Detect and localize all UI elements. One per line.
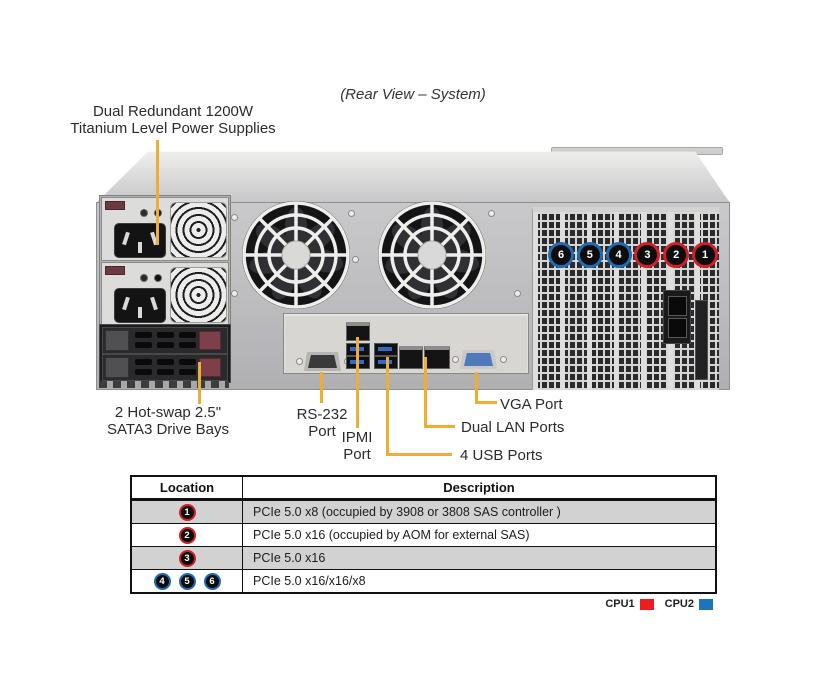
location-header: Location xyxy=(132,477,243,498)
slot-table: Location Description 1 PCIe 5.0 x8 (occup… xyxy=(130,475,717,594)
drive-tray-handle xyxy=(105,330,129,351)
psu-callout-line1: Dual Redundant 1200W xyxy=(92,103,254,120)
drive-bay-cage xyxy=(99,324,231,383)
location-cell: 1 xyxy=(132,501,243,523)
psu-led xyxy=(140,274,148,282)
rs232-callout-line xyxy=(320,372,323,403)
sas-connector xyxy=(663,290,691,344)
drive-tray-2 xyxy=(102,354,228,381)
ipmi-callout-line xyxy=(356,337,359,428)
power-supply-module-1 xyxy=(101,197,229,261)
diagram-title: (Rear View – System) xyxy=(340,86,486,103)
psu-callout-line xyxy=(156,140,159,245)
slot-table-row: 1 PCIe 5.0 x8 (occupied by 3908 or 3808 S… xyxy=(132,501,715,523)
psu-fan-grille xyxy=(170,267,227,323)
usb-label: 4 USB Ports xyxy=(460,447,543,464)
pcie-slot-marker-6: 6 xyxy=(548,242,574,268)
vga-callout-line-h xyxy=(475,401,497,404)
pcie-slot-marker-3: 3 xyxy=(634,242,661,268)
location-marker-4: 4 xyxy=(153,572,171,590)
lan-label: Dual LAN Ports xyxy=(461,419,565,436)
io-panel xyxy=(283,313,529,374)
legend-swatch-cpu1 xyxy=(639,598,654,610)
psu-callout-line2: Titanium Level Power Supplies xyxy=(70,120,276,137)
psu-latch xyxy=(105,201,125,210)
lan-callout-line-h xyxy=(424,425,455,428)
lan-port-2 xyxy=(424,346,450,369)
pcie-slot-marker-2: 2 xyxy=(663,242,690,268)
description-header: Description xyxy=(443,480,515,495)
rs232-label: RS-232 Port xyxy=(296,406,348,440)
vga-callout-line-v xyxy=(475,372,478,404)
slot-table-header: Location Description xyxy=(132,477,715,501)
pcie-slot-marker-1: 1 xyxy=(692,242,718,268)
slot1-card-bracket xyxy=(695,300,708,380)
drive-bay-callout-line xyxy=(198,362,201,404)
ac-power-inlet xyxy=(114,288,166,323)
location-cell: 2 xyxy=(132,524,243,546)
usb-callout-line-h xyxy=(386,453,452,456)
location-cell: 3 xyxy=(132,547,243,569)
location-marker-6: 6 xyxy=(203,572,221,590)
vga-label: VGA Port xyxy=(500,396,563,413)
slot-table-row: 3 PCIe 5.0 x16 xyxy=(132,546,715,569)
slot-description: PCIe 5.0 x16/x16/x8 xyxy=(253,574,366,588)
drive-bays-label: 2 Hot-swap 2.5" SATA3 Drive Bays xyxy=(107,404,229,438)
legend-label-cpu1: CPU1 xyxy=(605,598,635,610)
power-supply-module-2 xyxy=(101,262,229,326)
slot-description: PCIe 5.0 x16 xyxy=(253,551,326,565)
chassis-top-cover xyxy=(96,151,730,203)
lan-port-1 xyxy=(399,346,423,369)
slot-description: PCIe 5.0 x8 (occupied by 3908 or 3808 SA… xyxy=(253,505,561,519)
drive-tray-handle xyxy=(105,357,129,378)
drive-tray-latch xyxy=(199,358,221,377)
cpu-legend: CPU1 CPU2 xyxy=(605,598,713,610)
psu-callout-label: Dual Redundant 1200W Titanium Level Powe… xyxy=(70,103,276,137)
rear-fan-2 xyxy=(378,201,486,309)
drive-tray-1 xyxy=(102,327,228,354)
drive-tray-latch xyxy=(199,331,221,350)
location-marker-2: 2 xyxy=(178,526,196,544)
usb-ports-col2 xyxy=(374,343,398,369)
psu-latch xyxy=(105,266,125,275)
legend-swatch-cpu2 xyxy=(699,598,713,610)
slot-description: PCIe 5.0 x16 (occupied by AOM for extern… xyxy=(253,528,530,542)
location-marker-3: 3 xyxy=(178,549,196,567)
rear-fan-1 xyxy=(242,201,350,309)
chassis-screw-strip xyxy=(99,381,229,388)
psu-fan-grille xyxy=(170,202,227,258)
psu-led xyxy=(140,209,148,217)
legend-label-cpu2: CPU2 xyxy=(664,598,694,610)
slot-table-row: 2 PCIe 5.0 x16 (occupied by AOM for exter… xyxy=(132,523,715,546)
location-marker-1: 1 xyxy=(178,503,196,521)
ipmi-label: IPMI Port xyxy=(341,429,373,463)
psu-led xyxy=(154,274,162,282)
pcie-slot-marker-4: 4 xyxy=(605,242,632,268)
usb-callout-line-v xyxy=(386,357,389,456)
location-marker-5: 5 xyxy=(178,572,196,590)
pcie-slot-marker-5: 5 xyxy=(576,242,603,268)
lan-callout-line-v xyxy=(424,357,427,428)
